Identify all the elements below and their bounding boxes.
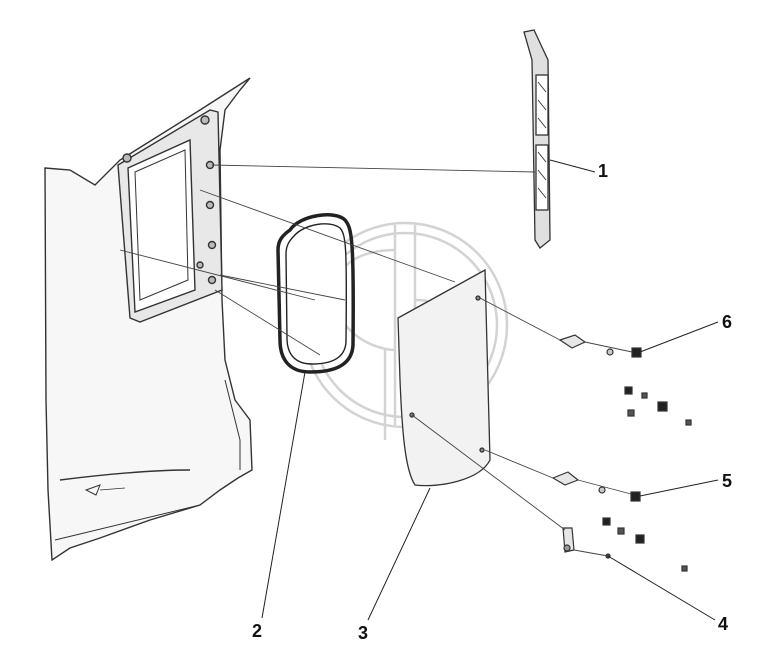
- callout-1: 1: [598, 161, 609, 181]
- callout-2: 2: [252, 621, 263, 641]
- callout-4: 4: [718, 614, 729, 634]
- callout-3: 3: [358, 623, 369, 643]
- hardware-parts: [551, 334, 692, 572]
- assembly-guide-lines: [119, 164, 633, 557]
- callout-leader-lines: [261, 159, 719, 621]
- part-3-glass-panel: [397, 268, 491, 487]
- panel-window-frame: [117, 109, 223, 323]
- callout-5: 5: [722, 471, 733, 491]
- callout-6: 6: [722, 312, 733, 332]
- part-1-bracket: [523, 29, 551, 249]
